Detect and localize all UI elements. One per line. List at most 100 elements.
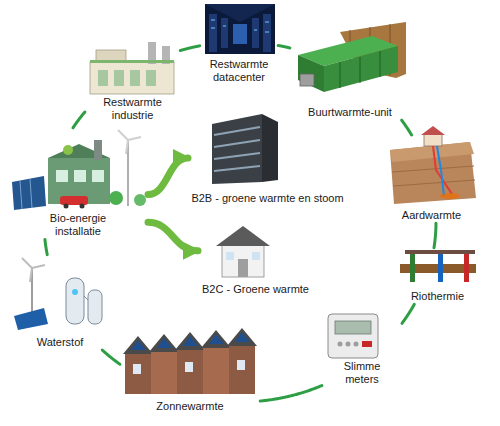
solar-houses-icon-part: [157, 338, 172, 348]
hydrogen-icon-part: [72, 289, 78, 295]
node-label: Riothermie: [411, 290, 464, 303]
illustration-node: Waterstof: [10, 255, 110, 350]
datacenter-icon-part: [265, 22, 269, 23]
cycle-arc: [402, 120, 412, 135]
bio-energy-plant-icon-part: [56, 170, 68, 182]
cycle-arc: [260, 386, 322, 402]
house-icon-part: [252, 252, 260, 260]
solar-houses-icon-part: [125, 352, 151, 394]
house-icon-part: [222, 244, 264, 277]
industry-icon: [90, 42, 174, 94]
datacenter-icon-part: [223, 26, 226, 27]
cycle-arc: [102, 350, 120, 364]
hydrogen-icon-part: [66, 278, 84, 324]
solar-houses-icon-part: [203, 346, 229, 394]
illustration-slot: [85, 35, 180, 96]
bio-energy-plant-icon-part: [127, 140, 129, 206]
illustration-node: B2C - Groene warmte: [198, 220, 313, 297]
cycle-arc: [402, 304, 414, 323]
illustration-node: Riothermie: [395, 248, 480, 304]
node-label: Restwarmte industrie: [99, 96, 167, 122]
bio-energy-plant-icon-part: [94, 140, 102, 160]
smart-meter-icon-part: [362, 341, 372, 347]
flow-arrow: [148, 158, 188, 195]
illustration-slot: [290, 18, 410, 102]
bio-energy-plant-icon-part: [126, 140, 128, 154]
geothermal-icon-part: [440, 193, 460, 199]
illustration-slot: [395, 248, 480, 286]
cycle-arc: [73, 112, 85, 128]
illustration-node: Aardwarmte: [385, 135, 478, 223]
office-building-icon-part: [214, 153, 260, 159]
bio-energy-plant-icon-part: [30, 179, 32, 208]
solar-houses-icon-part: [123, 336, 153, 354]
heat-unit-icon-part: [380, 51, 381, 77]
cycle-arc: [278, 45, 290, 47]
industry-icon-part: [90, 60, 174, 63]
hydrogen-icon-part: [84, 296, 88, 300]
industry-icon-part: [90, 62, 174, 94]
solar-houses-icon-part: [177, 348, 203, 394]
node-label: Aardwarmte: [402, 209, 461, 222]
solar-houses-icon: [123, 328, 257, 394]
bio-energy-plant-icon: [12, 130, 146, 210]
bio-energy-plant-icon-part: [12, 176, 46, 210]
solar-houses-icon-part: [201, 330, 231, 348]
cycle-arc: [434, 223, 436, 248]
datacenter-icon-part: [233, 24, 247, 44]
industry-icon-part: [146, 70, 156, 86]
illustration-node: Bio-energie installatie: [8, 128, 148, 239]
smart-meter-icon: [328, 314, 378, 358]
hydrogen-icon-part: [30, 268, 32, 282]
node-label: Zonnewarmte: [156, 400, 223, 413]
illustration-slot: [385, 135, 478, 205]
geothermal-icon-part: [424, 134, 442, 146]
cycle-arc: [45, 239, 47, 254]
sewer-heat-icon: [400, 250, 476, 282]
bio-energy-plant-icon-part: [64, 204, 69, 209]
solar-houses-icon-part: [209, 334, 224, 344]
datacenter-icon: [205, 4, 275, 54]
illustration-node: Restwarmte industrie: [85, 35, 180, 123]
bio-energy-plant-icon-part: [134, 194, 146, 206]
smart-meter-icon-part: [328, 314, 378, 358]
house-icon-part: [226, 252, 234, 260]
datacenter-icon-part: [205, 4, 275, 54]
illustration-node: Zonnewarmte: [120, 330, 260, 414]
illustration-node: Buurtwarmte-unit: [290, 18, 410, 120]
node-label: Slimme meters: [336, 360, 388, 386]
sewer-heat-icon-part: [464, 252, 469, 282]
illustration-node: Slimme meters: [322, 310, 402, 387]
heat-unit-icon-part: [340, 62, 341, 88]
bio-energy-plant-icon-part: [80, 204, 85, 209]
heat-unit-icon-part: [298, 55, 324, 92]
solar-houses-icon-part: [131, 340, 146, 350]
illustration-slot: [120, 330, 260, 396]
solar-houses-icon-part: [237, 360, 245, 370]
hydrogen-icon-part: [32, 265, 45, 268]
solar-houses-icon-part: [151, 350, 177, 394]
datacenter-icon-part: [263, 14, 271, 52]
illustration-slot: [200, 2, 278, 58]
sewer-heat-icon-part: [438, 252, 443, 282]
office-building-icon-part: [212, 114, 262, 184]
illustration-slot: [322, 310, 402, 360]
heat-unit-icon-part: [300, 74, 314, 86]
datacenter-icon-part: [265, 32, 269, 33]
solar-houses-icon-part: [227, 328, 257, 346]
bio-energy-plant-icon-part: [63, 145, 73, 155]
illustration-slot: [188, 110, 347, 188]
smart-meter-icon-part: [354, 342, 359, 347]
illustration-node: Restwarmte datacenter: [200, 2, 278, 85]
node-label: Waterstof: [37, 336, 84, 349]
node-label: Bio-energie installatie: [39, 212, 117, 238]
geothermal-icon: [390, 126, 476, 204]
sewer-heat-icon-part: [410, 252, 415, 282]
geothermal-icon-part: [392, 166, 474, 172]
bio-energy-plant-icon-part: [92, 170, 104, 182]
heat-unit-icon-part: [324, 46, 398, 92]
geothermal-icon-part: [390, 142, 476, 204]
flow-arrow: [148, 222, 198, 250]
house-icon: [216, 226, 270, 277]
